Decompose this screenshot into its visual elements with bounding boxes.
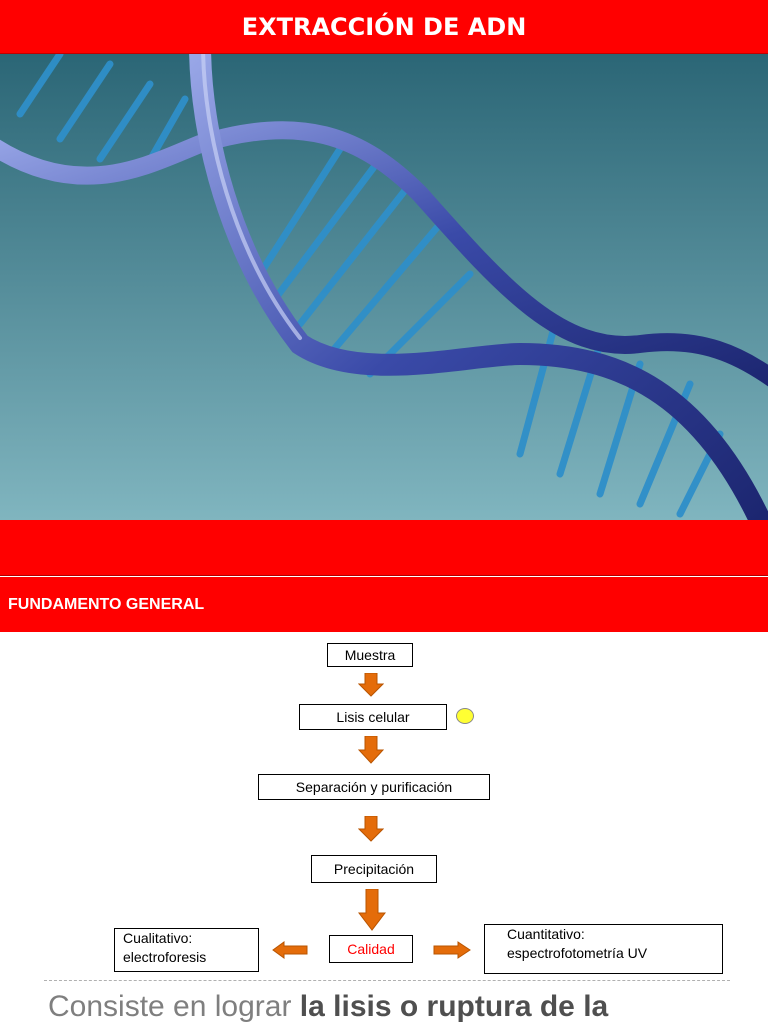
arrow-down-icon [358,736,384,764]
step-separacion-purificacion: Separación y purificación [258,774,490,800]
divider [44,980,730,981]
step-muestra: Muestra [327,643,413,667]
node-cuantitativo-line1: Cuantitativo: [507,926,585,942]
node-cualitativo-line1: Cualitativo: [123,930,193,946]
slide-footer-band [0,520,768,576]
section-heading: FUNDAMENTO GENERAL [0,577,768,632]
yellow-marker [456,708,474,724]
node-cuantitativo-line2: espectrofotometría UV [507,945,648,961]
arrow-right-icon [433,941,471,959]
arrow-down-icon [358,816,384,842]
arrow-left-icon [272,941,308,959]
slide-title: EXTRACCIÓN DE ADN [0,0,768,54]
description-plain: Consiste en lograr [48,990,300,1023]
arrow-down-icon [358,889,386,931]
description-bold: la lisis o ruptura de la [299,990,609,1023]
node-calidad: Calidad [329,935,413,963]
node-cualitativo: Cualitativo: electroforesis [114,928,259,972]
description-text: Consiste en lograr la lisis o ruptura de… [48,990,768,1024]
arrow-down-icon [358,673,384,697]
flowchart: Muestra Lisis celular Separación y purif… [0,632,768,974]
step-lisis-celular: Lisis celular [299,704,447,730]
step-precipitacion: Precipitación [311,855,437,883]
node-cuantitativo: Cuantitativo: espectrofotometría UV [484,924,723,974]
node-cualitativo-line2: electroforesis [123,949,207,965]
dna-helix-image [0,54,768,520]
